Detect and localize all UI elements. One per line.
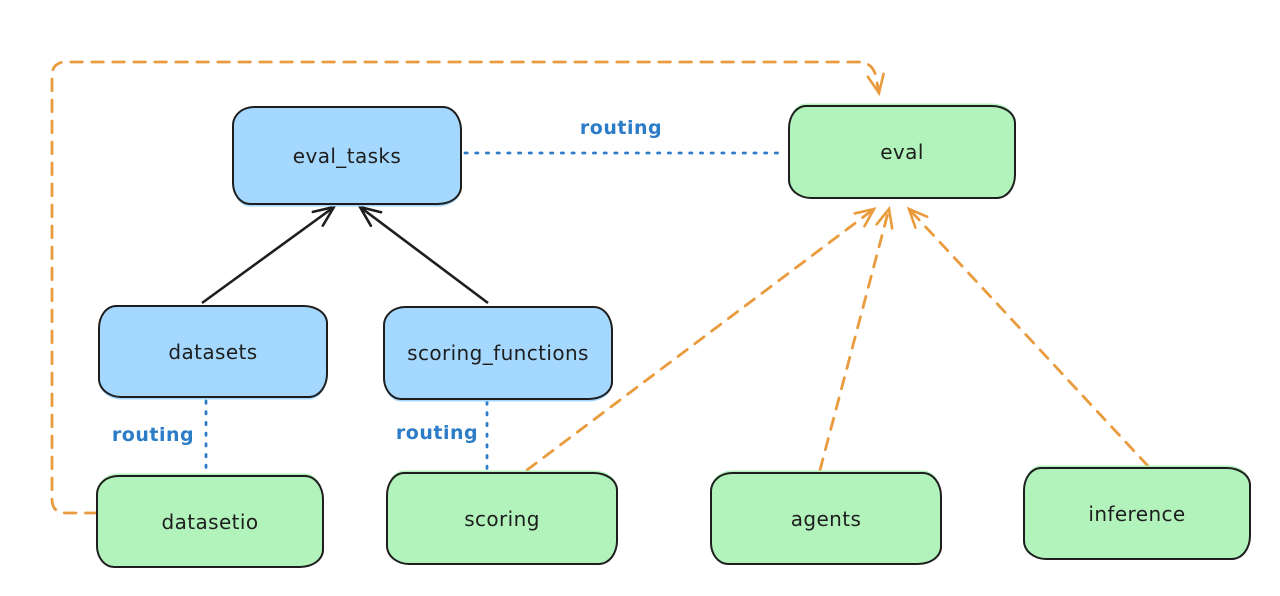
node-agents-label: agents (790, 506, 862, 531)
routing-label-scoring-functions-scoring: routing (395, 422, 479, 444)
node-eval: eval (788, 105, 1016, 199)
node-datasets: datasets (98, 305, 328, 398)
node-scoring: scoring (386, 472, 618, 565)
node-scoring-functions-label: scoring_functions (407, 341, 589, 365)
node-scoring-functions: scoring_functions (383, 306, 613, 400)
node-eval-tasks: eval_tasks (232, 106, 462, 205)
node-datasetio: datasetio (96, 475, 324, 568)
edge-scoring-functions-to-eval-tasks (357, 205, 489, 305)
edge-datasets-to-eval-tasks (201, 205, 337, 305)
edge-inference-to-eval (906, 206, 1150, 468)
node-scoring-label: scoring (464, 506, 540, 531)
node-datasetio-label: datasetio (161, 509, 259, 534)
edge-agents-to-eval (818, 205, 894, 472)
node-inference-label: inference (1088, 501, 1186, 526)
node-eval-tasks-label: eval_tasks (292, 143, 402, 168)
node-agents: agents (710, 472, 942, 565)
routing-label-eval-tasks-eval: routing (579, 117, 663, 139)
node-eval-label: eval (880, 140, 924, 164)
node-datasets-label: datasets (168, 339, 258, 364)
routing-label-datasets-datasetio: routing (111, 424, 195, 446)
node-inference: inference (1023, 467, 1251, 560)
